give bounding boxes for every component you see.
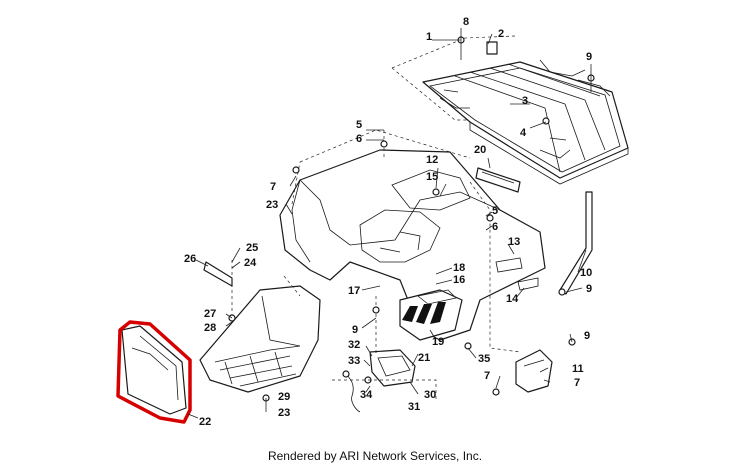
leader-lines xyxy=(187,28,592,419)
callout-18: 18 xyxy=(453,262,465,274)
rear-bracket[interactable] xyxy=(515,349,553,393)
callout-7b: 7 xyxy=(484,370,490,382)
callout-32: 32 xyxy=(348,339,360,351)
callout-16: 16 xyxy=(453,274,465,286)
emblem-decal[interactable] xyxy=(475,167,521,193)
callout-11: 11 xyxy=(572,363,584,375)
callout-29: 29 xyxy=(278,391,290,403)
rear-rack[interactable] xyxy=(391,35,629,185)
callout-10: 10 xyxy=(580,267,592,279)
callout-27: 27 xyxy=(204,308,216,320)
callout-7c: 7 xyxy=(574,377,580,389)
callout-5a: 5 xyxy=(356,119,362,131)
callout-6a: 6 xyxy=(356,133,362,145)
callout-9d: 9 xyxy=(584,330,590,342)
callout-24: 24 xyxy=(244,257,257,269)
callout-23a: 23 xyxy=(266,199,278,211)
part-22-side-panel[interactable] xyxy=(121,325,187,415)
callout-6b: 6 xyxy=(492,221,498,233)
rendered-by-footer: Rendered by ARI Network Services, Inc. xyxy=(267,449,483,463)
callout-33: 33 xyxy=(348,355,360,367)
callout-17: 17 xyxy=(348,285,360,297)
support-rod[interactable] xyxy=(559,191,593,295)
floor-bracket[interactable] xyxy=(203,261,233,287)
callout-3: 3 xyxy=(522,95,528,107)
callout-23b: 23 xyxy=(278,407,290,419)
callout-35: 35 xyxy=(478,353,490,365)
callout-15: 15 xyxy=(426,171,438,183)
callout-labels: 1 2 3 4 5 5 6 6 7 7 7 8 9 9 9 9 10 11 12… xyxy=(184,16,592,428)
callout-21: 21 xyxy=(418,352,430,364)
fastener-hardware xyxy=(228,36,595,402)
rear-fender[interactable] xyxy=(279,149,546,341)
part-22-highlight xyxy=(116,320,192,424)
callout-30: 30 xyxy=(424,389,436,401)
callout-7a: 7 xyxy=(270,181,276,193)
callout-12: 12 xyxy=(426,154,438,166)
callout-19: 19 xyxy=(432,336,444,348)
callout-31: 31 xyxy=(408,401,420,413)
callout-1: 1 xyxy=(426,31,432,43)
callout-34: 34 xyxy=(360,389,373,401)
callout-13: 13 xyxy=(508,236,520,248)
callout-9a: 9 xyxy=(586,51,592,63)
callout-14: 14 xyxy=(506,293,519,305)
callout-8: 8 xyxy=(463,16,469,28)
callout-2: 2 xyxy=(498,28,504,40)
callout-26: 26 xyxy=(184,253,196,265)
callout-9b: 9 xyxy=(586,283,592,295)
callout-25: 25 xyxy=(246,242,258,254)
tail-light-assembly[interactable] xyxy=(342,349,416,413)
callout-22: 22 xyxy=(199,416,211,428)
callout-28: 28 xyxy=(204,322,216,334)
callout-5b: 5 xyxy=(492,205,498,217)
callout-9c: 9 xyxy=(352,324,358,336)
callout-20: 20 xyxy=(474,144,486,156)
callout-4: 4 xyxy=(520,127,527,139)
floorboard[interactable] xyxy=(199,285,321,393)
